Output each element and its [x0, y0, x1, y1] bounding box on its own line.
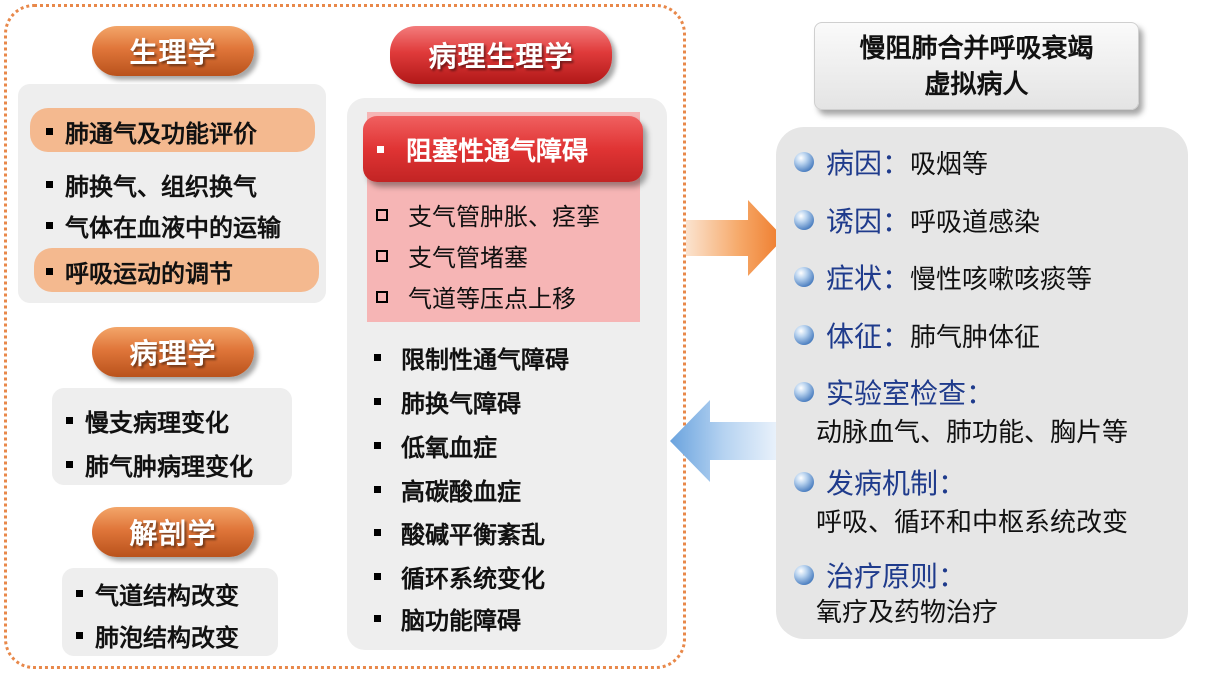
- patient-item-treatment-value: 氧疗及药物治疗: [816, 598, 999, 628]
- pathology-title: 病理学: [129, 337, 217, 370]
- bullet-icon: [377, 145, 384, 153]
- pathophysiology-item: 高碳酸血症: [374, 472, 521, 507]
- physiology-title-pill: 生理学: [92, 26, 254, 76]
- physiology-title: 生理学: [129, 36, 217, 69]
- patient-item-lab-value: 动脉血气、肺功能、胸片等: [816, 418, 1129, 448]
- bullet-icon: [374, 354, 381, 361]
- obstructive-item: 支气管肿胀、痉挛: [376, 197, 600, 232]
- left-arrow-icon: [670, 400, 778, 482]
- hollow-square-icon: [376, 208, 388, 221]
- physiology-highlight-4: [34, 248, 319, 292]
- pathology-panel: [52, 388, 292, 485]
- anatomy-panel: [62, 568, 278, 656]
- pathophysiology-item: 限制性通气障碍: [374, 340, 569, 375]
- patient-item-lab: 实验室检查：: [794, 372, 994, 412]
- left-dotted-frame: [4, 4, 686, 669]
- virtual-patient-panel: [776, 127, 1188, 639]
- blue-dot-icon: [794, 382, 814, 402]
- bullet-icon: [66, 417, 73, 424]
- hollow-square-icon: [376, 290, 388, 303]
- obstructive-item: 气道等压点上移: [376, 279, 576, 314]
- pathophysiology-item: 脑功能障碍: [374, 601, 521, 636]
- virtual-patient-title-box: 慢阻肺合并呼吸衰竭 虚拟病人: [814, 22, 1139, 110]
- pathophysiology-title-pill: 病理生理学: [390, 26, 612, 84]
- virtual-patient-title-line1: 慢阻肺合并呼吸衰竭: [859, 34, 1094, 64]
- pathophysiology-item: 酸碱平衡紊乱: [374, 515, 545, 550]
- pathology-item: 慢支病理变化: [66, 403, 229, 438]
- bullet-icon: [46, 268, 53, 275]
- bullet-icon: [46, 222, 53, 229]
- anatomy-title-pill: 解剖学: [92, 507, 254, 557]
- patient-item-etiology: 病因： 吸烟等: [794, 142, 988, 182]
- blue-dot-icon: [794, 325, 814, 345]
- pathology-title-pill: 病理学: [92, 327, 254, 377]
- bullet-icon: [46, 181, 53, 188]
- bullet-icon: [76, 590, 83, 597]
- obstructive-header: 阻塞性通气障碍: [363, 116, 643, 182]
- right-arrow-icon: [686, 200, 784, 276]
- patient-item-signs: 体征： 肺气肿体征: [794, 315, 1040, 355]
- patient-item-treatment: 治疗原则：: [794, 555, 966, 595]
- physiology-highlight-1: [30, 108, 315, 152]
- blue-dot-icon: [794, 210, 814, 230]
- pathology-item: 肺气肿病理变化: [66, 447, 253, 482]
- pathophysiology-item: 肺换气障碍: [374, 384, 521, 419]
- obstructive-item: 支气管堵塞: [376, 238, 528, 273]
- patient-item-trigger: 诱因： 呼吸道感染: [794, 200, 1040, 240]
- bullet-icon: [374, 615, 381, 622]
- bullet-icon: [374, 398, 381, 405]
- bullet-icon: [374, 529, 381, 536]
- physiology-item: 肺通气及功能评价: [46, 114, 257, 149]
- patient-item-mechanism: 发病机制：: [794, 462, 966, 502]
- bullet-icon: [374, 573, 381, 580]
- pathophysiology-item: 循环系统变化: [374, 559, 545, 594]
- bullet-icon: [374, 442, 381, 449]
- physiology-item: 呼吸运动的调节: [46, 254, 233, 289]
- patient-item-mechanism-value: 呼吸、循环和中枢系统改变: [816, 508, 1129, 538]
- anatomy-item: 气道结构改变: [76, 576, 239, 611]
- pathophysiology-title: 病理生理学: [428, 40, 574, 73]
- bullet-icon: [374, 486, 381, 493]
- blue-dot-icon: [794, 565, 814, 585]
- blue-dot-icon: [794, 472, 814, 492]
- pathophysiology-item: 低氧血症: [374, 428, 497, 463]
- bullet-icon: [66, 461, 73, 468]
- patient-item-symptoms: 症状： 慢性咳嗽咳痰等: [794, 257, 1092, 297]
- hollow-square-icon: [376, 249, 388, 262]
- bullet-icon: [46, 128, 53, 135]
- blue-dot-icon: [794, 267, 814, 287]
- anatomy-title: 解剖学: [129, 517, 217, 550]
- virtual-patient-title-line2: 虚拟病人: [924, 70, 1029, 100]
- anatomy-item: 肺泡结构改变: [76, 618, 239, 653]
- blue-dot-icon: [794, 152, 814, 172]
- physiology-item: 肺换气、组织换气: [46, 167, 257, 202]
- bullet-icon: [76, 632, 83, 639]
- physiology-item: 气体在血液中的运输: [46, 208, 281, 243]
